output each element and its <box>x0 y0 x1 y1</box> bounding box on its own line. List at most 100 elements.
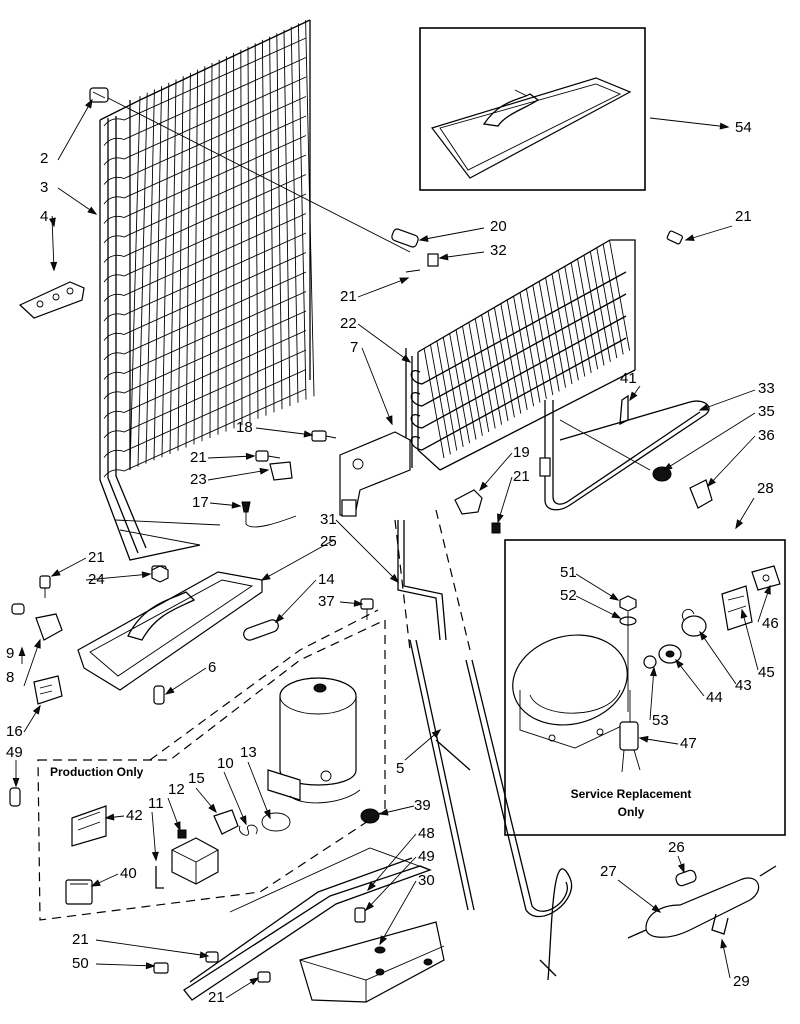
leader-line <box>275 579 317 623</box>
leader-arrowhead <box>379 935 387 946</box>
filter-drier-27 <box>627 865 777 939</box>
leader-arrowhead <box>173 821 181 832</box>
part-label-40: 40 <box>120 865 137 882</box>
leader-arrowhead <box>259 467 270 475</box>
leader-line <box>357 323 411 363</box>
leader-arrowhead <box>303 430 314 438</box>
part-label-23: 23 <box>190 471 207 488</box>
part-label-21: 21 <box>190 449 207 466</box>
part-label-52: 52 <box>560 587 577 604</box>
part-label-37: 37 <box>318 593 335 610</box>
capacitor-47 <box>619 721 641 773</box>
part-label-28: 28 <box>757 480 774 497</box>
leader-line <box>335 519 399 583</box>
relay-cover-45 <box>721 585 753 631</box>
spring-clip-10 <box>238 824 258 836</box>
leader-line <box>255 427 313 436</box>
leader-arrowhead <box>740 608 748 619</box>
screw-37 <box>360 598 374 620</box>
condenser-wire <box>247 46 251 423</box>
leader-arrowhead <box>208 803 217 814</box>
leader-arrowhead <box>698 404 709 411</box>
condenser-wire <box>209 62 213 439</box>
part-label-9: 9 <box>6 645 14 662</box>
part-label-18: 18 <box>236 419 253 436</box>
leader-arrowhead <box>263 809 271 820</box>
evaporator-fin <box>493 307 515 418</box>
clip-11 <box>155 866 164 889</box>
leader-arrowhead <box>249 977 260 986</box>
part-label-21: 21 <box>340 288 357 305</box>
screw-21-right <box>666 230 683 245</box>
evaporator-fin <box>596 248 618 359</box>
thermistor-17 <box>241 501 297 528</box>
evaporator-fin <box>577 259 599 370</box>
part-label-47: 47 <box>680 735 697 752</box>
condenser-wire <box>290 26 299 403</box>
part-label-43: 43 <box>735 677 752 694</box>
condenser-wire <box>276 33 283 410</box>
drier-bracket <box>89 87 109 103</box>
plug-9 <box>11 603 25 615</box>
part-label-21: 21 <box>88 549 105 566</box>
leader-line <box>357 277 409 298</box>
condenser-tube-run <box>103 330 307 419</box>
production-only-outline <box>37 619 386 921</box>
leader-arrowhead <box>719 122 730 130</box>
leader-arrowhead <box>50 261 58 272</box>
drain-trough-25 <box>77 565 263 691</box>
part-label-32: 32 <box>490 242 507 259</box>
part-label-33: 33 <box>758 380 775 397</box>
evaporator-fin <box>519 292 541 403</box>
part-label-30: 30 <box>418 872 435 889</box>
condenser-tube-run <box>103 57 307 146</box>
condenser-tube-run <box>103 252 307 341</box>
condenser-wire <box>201 66 206 442</box>
leader-arrowhead <box>141 571 152 579</box>
part-label-21: 21 <box>208 989 225 1006</box>
condenser-wire <box>240 49 243 426</box>
leader-arrowhead <box>199 951 210 959</box>
part-label-16: 16 <box>6 723 23 740</box>
condenser-wire <box>254 43 259 419</box>
condenser-wire <box>217 59 220 435</box>
leader-line <box>707 435 756 487</box>
part-label-48: 48 <box>418 825 435 842</box>
clip-36 <box>689 479 713 509</box>
coil-clip <box>18 281 85 319</box>
part-label-36: 36 <box>758 427 775 444</box>
part-label-21: 21 <box>513 468 530 485</box>
condenser-wire <box>269 36 275 413</box>
relay-43 <box>681 608 707 637</box>
leader-line <box>367 833 417 891</box>
leader-arrowhead <box>684 234 695 241</box>
leader-arrowhead <box>378 808 389 816</box>
leader-arrowhead <box>764 584 771 595</box>
part-label-5: 5 <box>396 760 404 777</box>
leader-arrowhead <box>629 391 638 402</box>
leader-arrowhead <box>90 879 101 887</box>
leader-arrowhead <box>649 666 657 677</box>
leader-line <box>365 856 417 911</box>
leader-arrowhead <box>438 253 449 261</box>
leader-line <box>207 469 269 481</box>
condenser-tube-run <box>103 135 307 224</box>
condenser-wire <box>129 95 141 471</box>
leader-arrowhead <box>638 735 649 743</box>
part-label-54: 54 <box>735 119 752 136</box>
evaporator-fin <box>487 310 509 422</box>
leader-arrowhead <box>609 592 620 601</box>
overload-44 <box>658 644 682 664</box>
leader-arrowhead <box>367 881 376 892</box>
leader-arrowhead <box>85 98 93 109</box>
part-label-49: 49 <box>418 848 435 865</box>
part-label-21: 21 <box>735 208 752 225</box>
evaporator-fin <box>468 322 490 433</box>
leader-arrowhead <box>364 901 375 912</box>
leader-line <box>649 667 655 721</box>
leader-arrowhead <box>399 277 410 285</box>
condenser-tube-run <box>103 213 307 302</box>
part-label-12: 12 <box>168 781 185 798</box>
leader-arrowhead <box>699 630 708 641</box>
drier-plug-26 <box>675 869 697 887</box>
